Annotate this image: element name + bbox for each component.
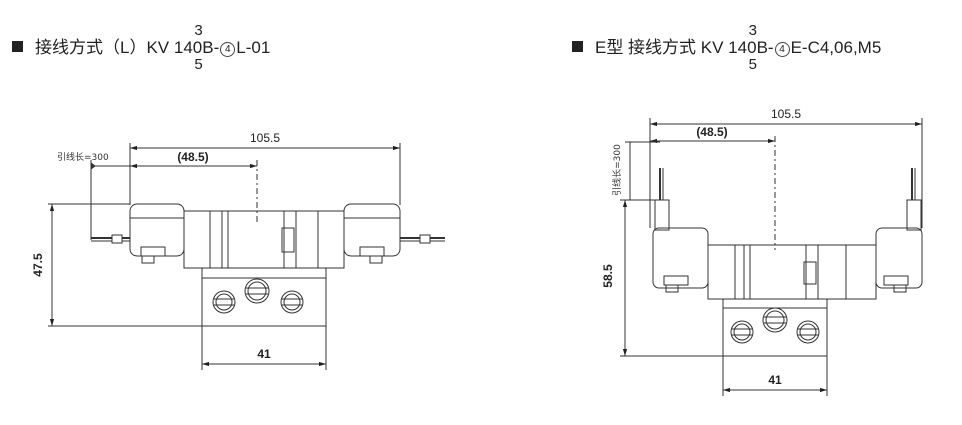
square-bullet-icon	[12, 41, 23, 52]
valve-body	[707, 244, 877, 300]
lead-length-note: 引线长=300	[57, 151, 109, 163]
coil-pin	[369, 255, 383, 264]
title-after: 0B-	[192, 38, 220, 57]
title-prefix: E型 接线方式 KV 1	[595, 38, 738, 57]
square-bullet-icon	[572, 41, 583, 52]
base-plate	[201, 267, 327, 327]
model-sup-digit: 3	[194, 22, 203, 39]
right-coil	[343, 203, 401, 257]
base-plate	[722, 298, 828, 357]
coil-connector	[359, 246, 385, 257]
port-fitting	[730, 320, 754, 344]
valve-body	[183, 210, 345, 269]
title-after: 0B-	[747, 38, 774, 57]
body-plug	[803, 261, 817, 285]
model-sup-digit: 3	[748, 22, 757, 39]
dim-half-label: (48.5)	[696, 125, 727, 139]
dim-height-label: 47.5	[31, 253, 45, 277]
title-suffix: E-C4,06,M5	[790, 38, 882, 57]
model-mid-digit: 4	[183, 38, 193, 57]
left-valve-drawing	[48, 143, 445, 370]
port-fitting	[796, 320, 820, 344]
coil-pin	[893, 284, 907, 293]
dim-total-label: 105.5	[250, 131, 280, 145]
model-mid-digit: 4	[737, 38, 748, 57]
circled-number-icon: 4	[774, 42, 790, 57]
coil-connector	[663, 275, 689, 286]
lead-length-note: 引线长=300	[611, 144, 623, 196]
left-coil	[129, 203, 185, 257]
coil-pin	[141, 255, 155, 264]
dim-base-label: 41	[768, 373, 782, 387]
dim-half-label: (48.5)	[177, 150, 208, 164]
coil-pin	[665, 284, 679, 293]
body-plug	[281, 227, 295, 253]
dim-base-label: 41	[257, 347, 271, 361]
port-fitting	[762, 307, 788, 333]
model-sub-digit: 5	[194, 56, 203, 73]
title-prefix: 接线方式（L）KV 1	[35, 38, 184, 57]
coil-connector	[883, 275, 909, 286]
lead-gland	[906, 199, 922, 231]
left-coil	[652, 227, 709, 289]
port-fitting	[244, 278, 270, 304]
dim-total-label: 105.5	[771, 107, 801, 121]
title-suffix: L-01	[236, 38, 271, 57]
model-sub-digit: 5	[748, 56, 757, 73]
right-coil	[875, 227, 923, 289]
right-valve-drawing	[620, 118, 923, 396]
dim-height-label: 58.5	[601, 264, 615, 288]
port-fitting	[212, 290, 236, 314]
circled-number-icon: 4	[220, 42, 236, 57]
port-fitting	[280, 290, 304, 314]
lead-gland	[654, 199, 670, 231]
coil-connector	[140, 246, 166, 257]
